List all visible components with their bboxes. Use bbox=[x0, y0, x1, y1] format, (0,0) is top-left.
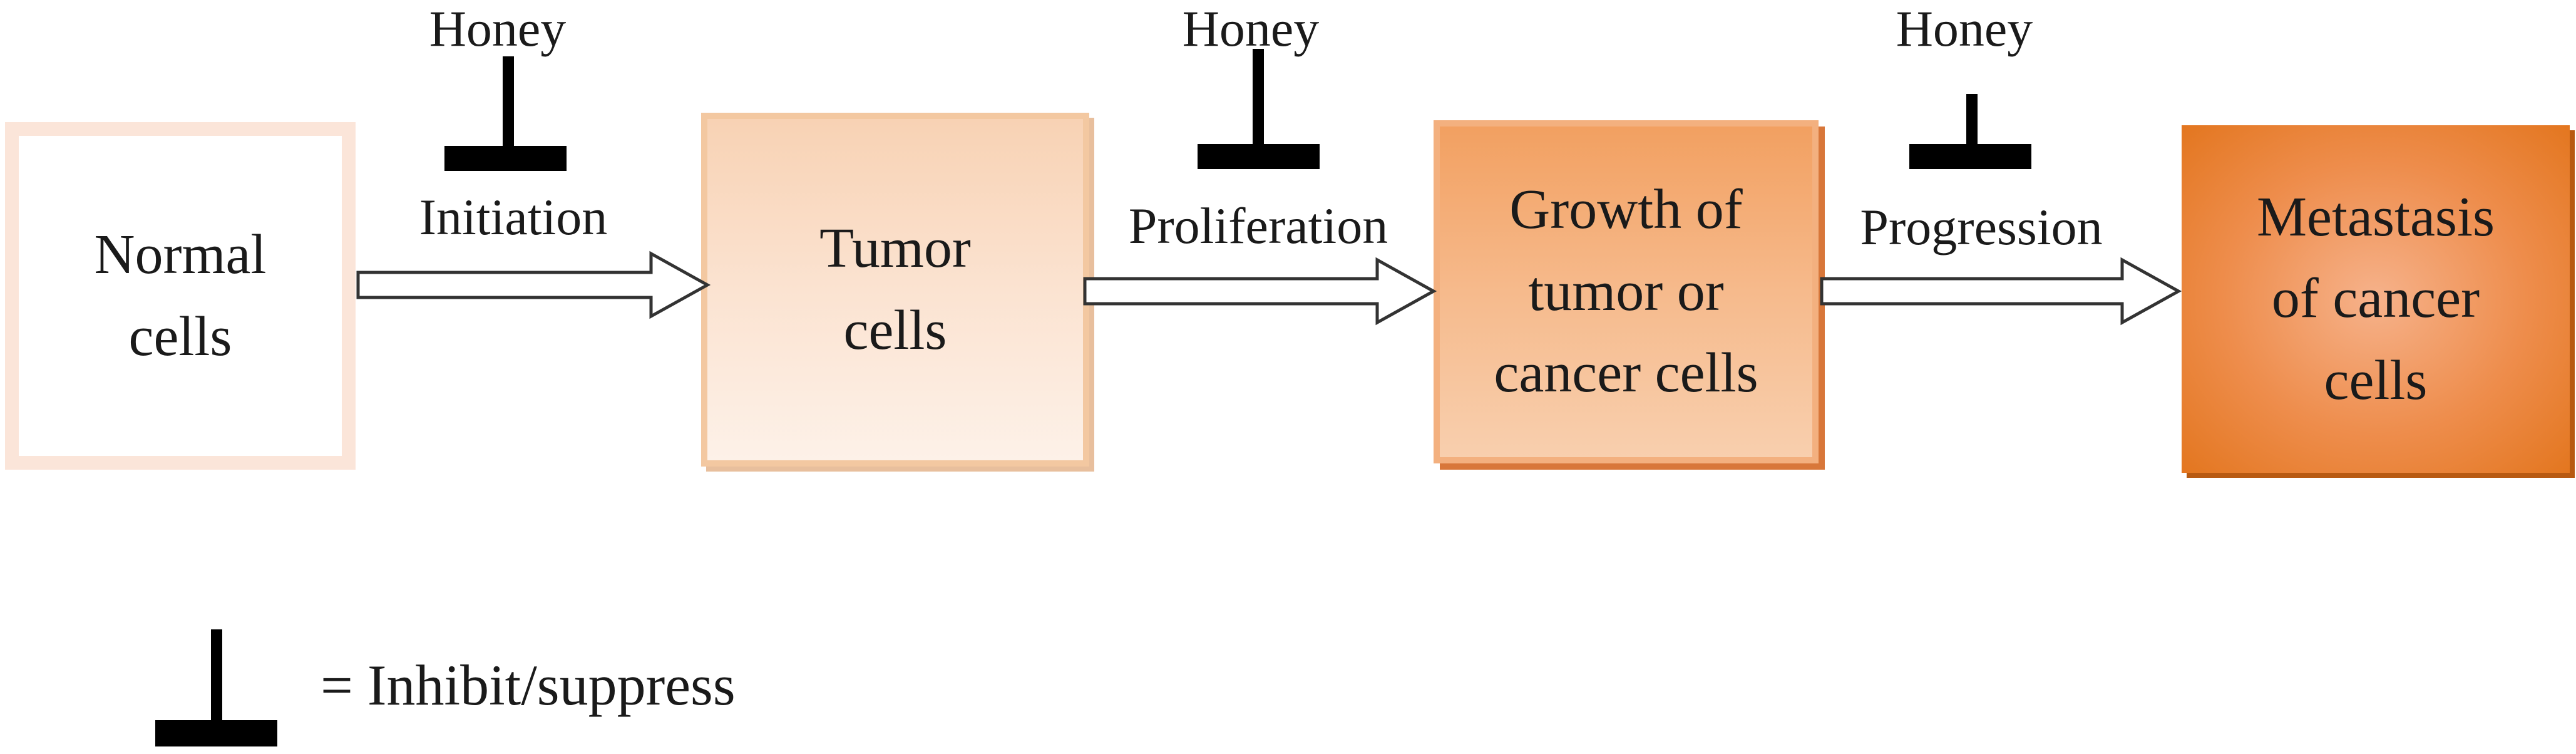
normal-cells-box: Normal cells bbox=[5, 122, 356, 470]
growth-cells-box: Growth of tumor or cancer cells bbox=[1434, 120, 1819, 463]
tumor-cells-label: Tumor cells bbox=[819, 217, 971, 361]
growth-cells-label: Growth of tumor or cancer cells bbox=[1494, 178, 1758, 405]
arrow-proliferation bbox=[1083, 257, 1437, 326]
legend-inhibit-symbol bbox=[155, 629, 277, 746]
honey-label-1: Honey bbox=[429, 0, 567, 57]
inhibit-symbol-1 bbox=[444, 56, 567, 171]
legend-text: = Inhibit/suppress bbox=[321, 653, 736, 717]
tumor-cells-box: Tumor cells bbox=[701, 113, 1089, 467]
honey-label-2: Honey bbox=[1182, 0, 1320, 57]
honey-label-3: Honey bbox=[1896, 0, 2033, 57]
step-label-progression: Progression bbox=[1860, 199, 2103, 256]
arrow-initiation bbox=[356, 250, 711, 319]
inhibit-symbol-2 bbox=[1198, 49, 1320, 169]
inhibit-symbol-3 bbox=[1909, 94, 2031, 169]
arrow-progression bbox=[1820, 257, 2182, 326]
metastasis-label: Metastasis of cancer cells bbox=[2257, 185, 2495, 411]
step-label-initiation: Initiation bbox=[419, 189, 608, 245]
step-label-proliferation: Proliferation bbox=[1128, 197, 1388, 254]
normal-cells-label: Normal cells bbox=[94, 224, 267, 368]
metastasis-box: Metastasis of cancer cells bbox=[2182, 125, 2570, 473]
